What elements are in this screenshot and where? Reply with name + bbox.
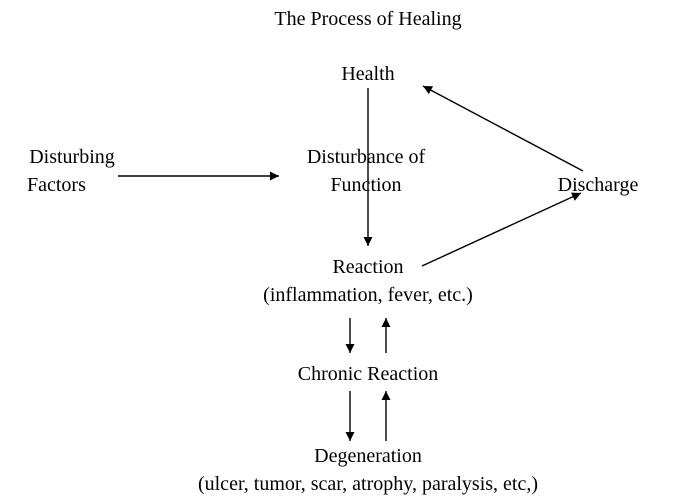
node-reaction-label: Reaction	[332, 256, 404, 278]
node-discharge: Discharge	[540, 171, 656, 199]
node-chronic-reaction-label: Chronic Reaction	[297, 363, 439, 385]
node-disturbing-factors-line1: Disturbing	[29, 146, 115, 168]
arrow-reaction-to-discharge	[421, 192, 582, 267]
node-chronic-reaction: Chronic Reaction	[268, 360, 468, 388]
node-degeneration-detail: (ulcer, tumor, scar, atrophy, paralysis,…	[197, 473, 539, 495]
diagram-title: The Process of Healing	[248, 5, 488, 33]
node-disturbing-factors: Disturbing Factors	[8, 143, 136, 199]
node-discharge-label: Discharge	[557, 174, 639, 196]
node-disturbing-factors-line2: Factors	[27, 174, 86, 196]
node-reaction-detail: (inflammation, fever, etc.)	[263, 284, 473, 306]
node-health: Health	[318, 60, 418, 88]
node-disturbance-of-function: Disturbance of Function	[284, 143, 448, 199]
diagram-title-text: The Process of Healing	[274, 8, 462, 30]
node-disturbance-of-function-line2: Function	[330, 174, 402, 196]
node-health-label: Health	[341, 63, 395, 85]
node-degeneration-label: Degeneration	[314, 445, 422, 467]
node-reaction: Reaction (inflammation, fever, etc.)	[238, 253, 498, 309]
node-degeneration: Degeneration (ulcer, tumor, scar, atroph…	[170, 442, 566, 498]
arrow-discharge-to-health	[422, 85, 584, 172]
node-disturbance-of-function-line1: Disturbance of	[306, 146, 426, 168]
